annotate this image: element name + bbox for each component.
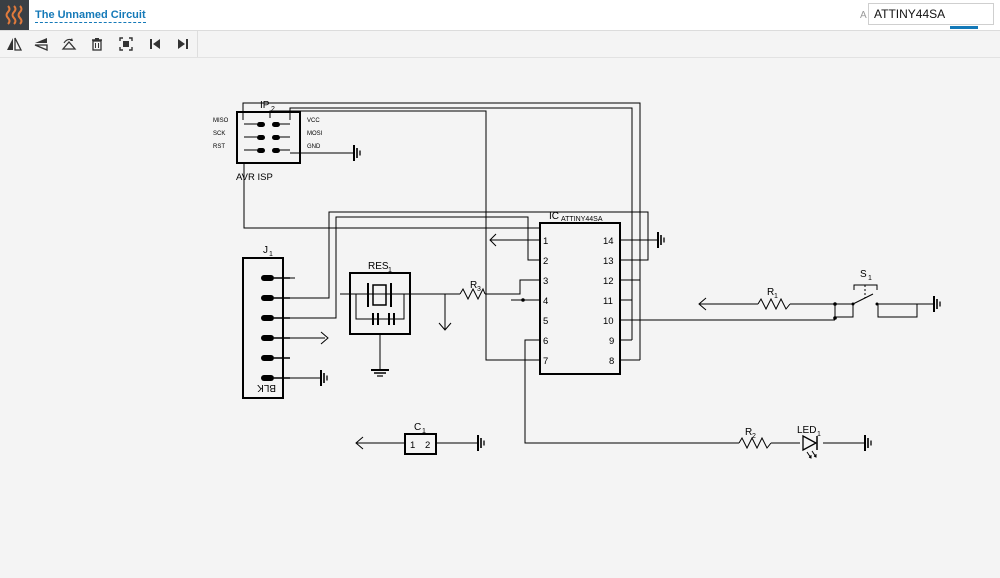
connector-j1[interactable]: J 1 BLK	[242, 245, 290, 399]
isp-caption: AVR ISP	[236, 172, 273, 183]
ic-pin-6: 6	[543, 336, 548, 347]
resistor-r2[interactable]: R 2	[738, 427, 772, 450]
s1-sub: 1	[868, 275, 872, 282]
ic-pin-13: 13	[603, 256, 614, 267]
j1-caption: BLK	[257, 382, 276, 393]
j1-label: J	[263, 245, 268, 256]
s1-label: S	[860, 269, 867, 280]
isp-pin-gnd: GND	[307, 144, 321, 150]
switch-s1[interactable]: S 1	[835, 269, 879, 318]
trash-icon	[92, 38, 102, 51]
mirror-horizontal-button[interactable]	[3, 34, 25, 54]
led1-sub: 1	[817, 431, 821, 438]
junction-dot	[833, 302, 837, 306]
r3-sub: 3	[477, 286, 481, 293]
ic-pin-4: 4	[543, 296, 548, 307]
ic-pin-2: 2	[543, 256, 548, 267]
skip-forward-icon	[178, 39, 188, 49]
r2-sub: 2	[752, 433, 756, 440]
toolbar-separator	[197, 31, 198, 57]
c1-label: C	[414, 422, 421, 433]
resistor-r3[interactable]: R 3	[459, 280, 486, 301]
junction-dot	[521, 298, 525, 302]
c1-sub: 1	[422, 428, 426, 435]
isp-label: IP	[260, 100, 270, 111]
res1-sub: 1	[388, 267, 392, 274]
isp-pin-vcc: VCC	[307, 118, 320, 124]
circuit-title[interactable]: The Unnamed Circuit	[35, 9, 146, 23]
ic-pin-10: 10	[603, 316, 614, 327]
r3-label: R	[470, 280, 477, 291]
c1-pin-2: 2	[425, 440, 430, 451]
skip-forward-button[interactable]	[172, 34, 194, 54]
ic-pin-9: 9	[609, 336, 614, 347]
delete-button[interactable]	[86, 34, 108, 54]
resonator-res1[interactable]: RES 1	[349, 261, 411, 335]
mirror-vertical-icon	[34, 38, 48, 51]
toolbar	[0, 31, 1000, 58]
mirror-horizontal-icon	[7, 37, 22, 51]
ic-pin-7: 7	[543, 356, 548, 367]
led-led1[interactable]: LED 1	[797, 425, 821, 459]
search-prefix: A	[860, 10, 867, 21]
j1-sub: 1	[269, 251, 273, 258]
search-active-indicator	[950, 26, 978, 29]
isp-pin-rst: RST	[213, 144, 225, 150]
c1-pin-1: 1	[410, 440, 415, 451]
rotate-icon	[61, 38, 77, 50]
wires	[242, 102, 933, 444]
app-logo[interactable]	[0, 0, 29, 30]
isp-pin-sck: SCK	[213, 131, 225, 137]
circuit-logo-icon	[5, 5, 23, 25]
rotate-button[interactable]	[58, 34, 80, 54]
r2-label: R	[745, 427, 752, 438]
ic-attiny44sa[interactable]: IC ATTINY44SA 1 2 3 4 5 6 7 14 13 12 11 …	[525, 211, 641, 375]
fit-screen-icon	[119, 37, 133, 51]
led1-label: LED	[797, 425, 816, 436]
component-search-input[interactable]	[868, 3, 994, 25]
r1-sub: 1	[774, 293, 778, 300]
ic-pin-3: 3	[543, 276, 548, 287]
ic-pin-8: 8	[609, 356, 614, 367]
isp-sub: 2	[271, 106, 275, 113]
capacitor-c1[interactable]: 1 2 C 1	[404, 422, 437, 455]
schematic-canvas[interactable]: IP 2 MISO SCK RST VCC MOSI GND AVR ISP I…	[0, 58, 1000, 578]
ic-pin-12: 12	[603, 276, 614, 287]
ic-sub: ATTINY44SA	[561, 216, 603, 223]
ic-pin-5: 5	[543, 316, 548, 327]
isp-pin-mosi: MOSI	[307, 131, 323, 137]
ic-pin-1: 1	[543, 236, 548, 247]
ic-pin-14: 14	[603, 236, 614, 247]
resistor-r1[interactable]: R 1	[757, 287, 791, 311]
r1-label: R	[767, 287, 774, 298]
isp-header[interactable]: IP 2 MISO SCK RST VCC MOSI GND AVR ISP	[213, 100, 323, 183]
skip-back-button[interactable]	[144, 34, 166, 54]
res1-label: RES	[368, 261, 389, 272]
arrow-icons	[320, 233, 707, 450]
ic-pin-11: 11	[603, 296, 613, 307]
top-bar: The Unnamed Circuit A	[0, 0, 1000, 31]
fit-screen-button[interactable]	[115, 34, 137, 54]
isp-pin-miso: MISO	[213, 118, 229, 124]
ic-label: IC	[549, 211, 559, 222]
mirror-vertical-button[interactable]	[30, 34, 52, 54]
skip-back-icon	[150, 39, 160, 49]
ground-symbols	[320, 144, 941, 452]
